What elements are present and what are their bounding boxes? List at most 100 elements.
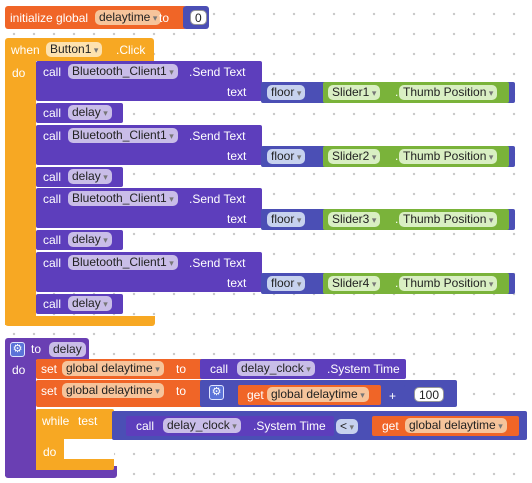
dot-separator: . xyxy=(395,276,399,290)
init-global-block[interactable]: initialize global delaytime to xyxy=(5,6,187,29)
math-plus-operator: + xyxy=(389,389,397,403)
delay-procedure-dropdown[interactable]: delay xyxy=(68,105,112,120)
slider-dropdown[interactable]: Slider4 xyxy=(328,276,381,291)
call-label: call xyxy=(136,419,155,433)
while-block-bottom xyxy=(36,459,114,470)
call-delay-block[interactable]: call delay xyxy=(36,103,123,123)
send-text-method-label: .Send Text xyxy=(189,256,246,270)
number-block[interactable]: 100 xyxy=(404,385,450,405)
init-to-label: to xyxy=(159,11,170,25)
set-label: set xyxy=(41,362,58,376)
set-var-dropdown[interactable]: global delaytime xyxy=(62,361,164,376)
set-to-label: to xyxy=(176,384,187,398)
text-param-label: text xyxy=(227,149,247,163)
get-label: get xyxy=(247,388,264,402)
thumb-position-dropdown[interactable]: Thumb Position xyxy=(399,212,498,227)
when-button-click-top[interactable]: when Button1 .Click xyxy=(5,38,154,61)
delay-procedure-dropdown[interactable]: delay xyxy=(68,169,112,184)
call-system-time-block-1[interactable]: call delay_clock .System Time xyxy=(200,359,406,379)
call-label: call xyxy=(210,362,229,376)
procedure-name[interactable]: delay xyxy=(49,342,86,357)
send-text-block[interactable]: call Bluetooth_Client1 .Send Text text xyxy=(36,252,262,292)
event-do-label: do xyxy=(12,66,26,80)
delay-procedure-dropdown[interactable]: delay xyxy=(68,232,112,247)
thumb-position-dropdown[interactable]: Thumb Position xyxy=(399,276,498,291)
bluetooth-component-dropdown[interactable]: Bluetooth_Client1 xyxy=(68,64,178,79)
procedure-delay-spine xyxy=(5,359,36,476)
number-value[interactable]: 100 xyxy=(414,387,445,402)
bluetooth-component-dropdown[interactable]: Bluetooth_Client1 xyxy=(68,128,178,143)
send-text-method-label: .Send Text xyxy=(189,65,246,79)
floor-dropdown[interactable]: floor xyxy=(267,212,306,227)
call-delay-block[interactable]: call delay xyxy=(36,294,123,314)
bluetooth-component-dropdown[interactable]: Bluetooth_Client1 xyxy=(68,255,178,270)
system-time-label: .System Time xyxy=(253,419,326,433)
while-test-label: test xyxy=(78,414,98,428)
set-label: set xyxy=(41,384,58,398)
dot-separator: . xyxy=(395,212,399,226)
call-label: call xyxy=(43,256,62,270)
thumb-position-dropdown[interactable]: Thumb Position xyxy=(399,85,498,100)
get-delaytime-block-2[interactable]: get global delaytime xyxy=(372,416,519,436)
set-delaytime-block-2[interactable]: set global delaytime to xyxy=(36,380,204,407)
send-text-method-label: .Send Text xyxy=(189,192,246,206)
slider-dropdown[interactable]: Slider1 xyxy=(328,85,381,100)
set-to-label: to xyxy=(176,362,187,376)
slider-thumb-block[interactable]: Slider3.Thumb Position xyxy=(323,209,509,230)
when-label: when xyxy=(11,43,40,57)
bluetooth-component-dropdown[interactable]: Bluetooth_Client1 xyxy=(68,191,178,206)
when-button-click-spine xyxy=(5,60,36,325)
event-name-label: .Click xyxy=(116,43,146,57)
floor-dropdown[interactable]: floor xyxy=(267,276,306,291)
send-text-block[interactable]: call Bluetooth_Client1 .Send Text text xyxy=(36,188,262,228)
dot-separator: . xyxy=(395,85,399,99)
call-label: call xyxy=(43,192,62,206)
slider-thumb-block[interactable]: Slider4.Thumb Position xyxy=(323,273,509,294)
event-component-dropdown[interactable]: Button1 xyxy=(46,42,103,57)
call-label: call xyxy=(43,129,62,143)
while-do-slot[interactable] xyxy=(64,441,114,459)
send-text-block[interactable]: call Bluetooth_Client1 .Send Text text xyxy=(36,125,262,165)
clock-component-dropdown[interactable]: delay_clock xyxy=(163,418,241,433)
slider-thumb-block[interactable]: Slider2.Thumb Position xyxy=(323,146,509,167)
init-number-block[interactable]: 0 xyxy=(183,6,209,29)
floor-dropdown[interactable]: floor xyxy=(267,85,306,100)
text-param-label: text xyxy=(227,276,247,290)
set-delaytime-block-1[interactable]: set global delaytime to xyxy=(36,359,204,379)
procedure-delay-top[interactable]: ⚙ to delay xyxy=(5,338,89,360)
text-param-label: text xyxy=(227,85,247,99)
clock-component-dropdown[interactable]: delay_clock xyxy=(237,361,315,376)
text-param-label: text xyxy=(227,212,247,226)
procedure-do-label: do xyxy=(12,363,26,377)
call-delay-block[interactable]: call delay xyxy=(36,230,123,250)
get-delaytime-block-1[interactable]: get global delaytime xyxy=(238,385,381,405)
init-number-value[interactable]: 0 xyxy=(190,10,207,25)
while-label: while xyxy=(42,414,70,428)
call-label: call xyxy=(43,297,62,311)
slider-dropdown[interactable]: Slider2 xyxy=(328,149,381,164)
thumb-position-dropdown[interactable]: Thumb Position xyxy=(399,149,498,164)
delay-procedure-dropdown[interactable]: delay xyxy=(68,296,112,311)
gear-icon[interactable]: ⚙ xyxy=(209,385,224,400)
set-var-dropdown[interactable]: global delaytime xyxy=(62,383,164,398)
compare-operator-dropdown[interactable]: < xyxy=(336,419,359,434)
floor-dropdown[interactable]: floor xyxy=(267,149,306,164)
get-var-dropdown[interactable]: global delaytime xyxy=(405,418,507,433)
while-block-top[interactable]: while test xyxy=(36,409,114,439)
call-label: call xyxy=(43,233,62,247)
gear-icon[interactable]: ⚙ xyxy=(10,342,25,357)
when-button-click-bottom xyxy=(5,316,155,326)
procedure-to-label: to xyxy=(31,342,42,356)
get-label: get xyxy=(382,419,399,433)
get-var-dropdown[interactable]: global delaytime xyxy=(267,387,369,402)
init-var-name[interactable]: delaytime xyxy=(95,10,162,25)
send-text-method-label: .Send Text xyxy=(189,129,246,143)
while-do-label: do xyxy=(43,445,57,459)
init-global-label: initialize global xyxy=(10,11,89,25)
slider-thumb-block[interactable]: Slider1.Thumb Position xyxy=(323,82,509,103)
slider-dropdown[interactable]: Slider3 xyxy=(328,212,381,227)
call-system-time-block-2[interactable]: call delay_clock .System Time xyxy=(126,416,334,436)
call-label: call xyxy=(43,106,62,120)
